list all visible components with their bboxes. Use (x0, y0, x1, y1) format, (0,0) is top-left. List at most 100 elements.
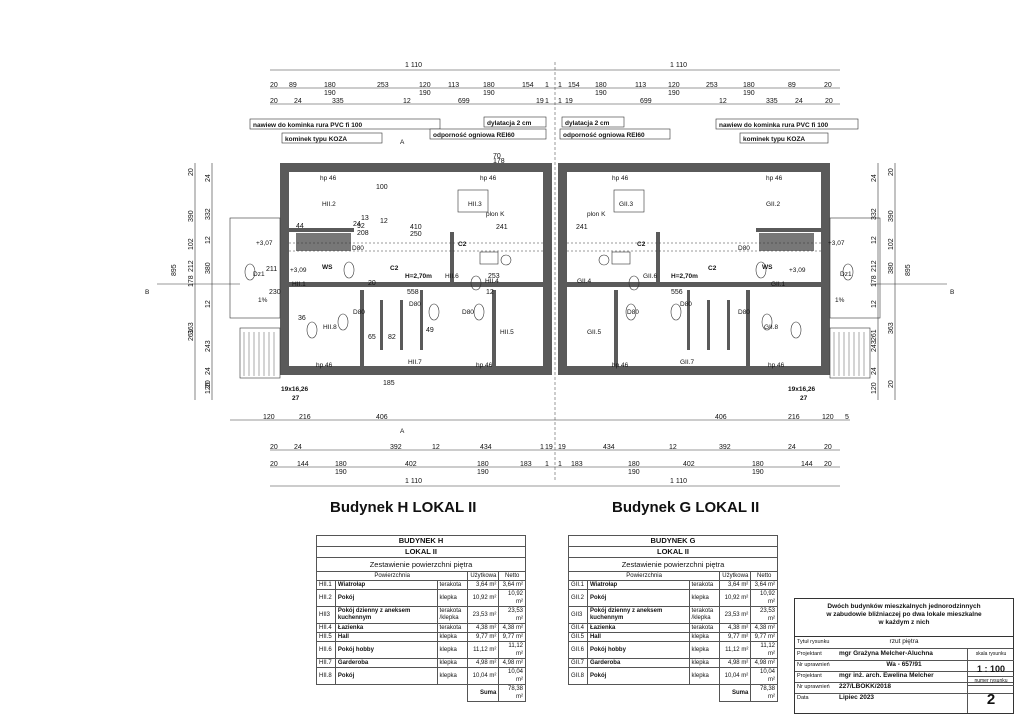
side-left-3: 332 (205, 208, 212, 220)
inner-dim-16: 70 (493, 153, 501, 160)
tb-val-number: 2 (967, 685, 1014, 713)
tb-val-designer: mgr Grażyna Melcher-Aluchna (839, 650, 933, 657)
hp-label-g-top: hp 46 (612, 175, 629, 182)
cell-code: GII.5 (568, 632, 588, 642)
bot-row1-left-5: 1 (540, 444, 544, 451)
table-h-col-net: Netto (498, 571, 526, 581)
room-hii1: HII.1 (292, 281, 306, 288)
cell-name: Hall (334, 632, 438, 642)
d80-g3: D80 (627, 309, 639, 316)
top-row1-right-3: 113 (635, 82, 646, 89)
top-row1b-right-1: 190 (668, 90, 680, 97)
table-h-building: BUDYNEK H (316, 535, 526, 547)
project-line-1: Dwóch budynków mieszkalnych jednorodzinn… (827, 603, 981, 610)
bot-row2-right-3: 402 (683, 461, 695, 468)
inner-dim-1: 250 (410, 231, 422, 238)
cell-use: 23,53 m² (719, 606, 752, 624)
top-row2-right-3: 12 (719, 98, 727, 105)
project-line-3: w każdym z nich (878, 619, 930, 626)
room-gii5: GII.5 (587, 329, 601, 336)
side-right-12: 243 (871, 340, 878, 352)
table-h-unit: LOKAL II (316, 546, 526, 558)
stairs-h: 19x16,26 (281, 386, 308, 393)
side-left-16: 895 (171, 264, 178, 276)
bot-row1-left-0: 20 (270, 444, 278, 451)
slope-g: 1% (835, 297, 845, 304)
annotations: nawiew do kominka rura PVC fi 100 komine… (145, 116, 954, 435)
d80-h4: D80 (353, 309, 365, 316)
side-right-15: 20 (888, 380, 895, 388)
tb-val-date: Lipiec 2023 (839, 694, 875, 701)
side-left-10: 363 (188, 322, 195, 334)
bot-row2b-0: 190 (335, 469, 347, 476)
inner-dim-6: 92 (357, 223, 365, 230)
room-hii7: HII.7 (408, 359, 422, 366)
cell-name: Pokój dzienny z aneksem kuchennym (334, 606, 438, 624)
bot-row2-right-1: 183 (571, 461, 583, 468)
bot-row2b-2: 190 (628, 469, 640, 476)
tb-val-scale: 1 : 100 (967, 660, 1014, 677)
tb-key-scale: skala rysunku (967, 649, 1014, 660)
cell-net: 9,77 m² (498, 632, 526, 642)
side-left-7: 178 (188, 275, 195, 287)
inner-dim-2: 241 (496, 224, 508, 231)
cell-use: 4,38 m² (467, 623, 500, 633)
room-hii8: HII.8 (323, 324, 337, 331)
side-right-13: 24 (871, 367, 878, 375)
bot-row2-right-0: 1 (558, 461, 562, 468)
inner-dim-7: 208 (357, 230, 369, 237)
bot-row1-right-2: 12 (669, 444, 677, 451)
cell-use: 9,77 m² (467, 632, 500, 642)
lower-left-1: 216 (299, 414, 311, 421)
bot-row1-left-3: 12 (432, 444, 440, 451)
inner-dim-10: 253 (488, 273, 500, 280)
side-right-2: 390 (888, 210, 895, 222)
cell-use: 10,92 m² (719, 589, 752, 607)
top-row1-right-8: 20 (824, 82, 832, 89)
cell-floor: klepka (436, 658, 469, 668)
section-a-bottom: A (400, 428, 405, 435)
top-row2-left-6: 1 (545, 98, 549, 105)
building-g-plan (558, 163, 881, 379)
cell-code: HII.4 (316, 623, 336, 633)
cell-use: 23,53 m² (467, 606, 500, 624)
inner-dim-0: 410 (410, 224, 422, 231)
top-row1-left-2: 180 (324, 82, 336, 89)
top-row2-left-5: 19 (536, 98, 544, 105)
side-right-1: 24 (871, 174, 878, 182)
side-right-9: 12 (871, 300, 878, 308)
hp-label-g-bottom: hp 46 (612, 362, 629, 369)
room-hii5: HII.5 (500, 329, 514, 336)
d80-h1: D80 (352, 245, 364, 252)
building-h-title: Budynek H LOKAL II (330, 499, 476, 516)
tb-val-title: rzut piętra (889, 638, 919, 645)
cell-name: Wiatrołap (586, 580, 690, 590)
cell-code: GII.6 (568, 641, 588, 659)
tb-row-title: Tytuł rysunku rzut piętra (795, 637, 1013, 649)
cell-name: Pokój (586, 667, 690, 685)
cell-code: GII.1 (568, 580, 588, 590)
bot-row2-right-5: 144 (801, 461, 813, 468)
cell-name: Hall (586, 632, 690, 642)
table-h-sum-label: Suma (467, 684, 500, 702)
bot-row2b-3: 190 (752, 469, 764, 476)
inner-dim-19: 44 (296, 223, 304, 230)
d80-g2: D80 (680, 301, 692, 308)
top-row1-right-2: 180 (595, 82, 607, 89)
top-row1b-left-2: 190 (483, 90, 495, 97)
cell-code: HII.2 (316, 589, 336, 607)
